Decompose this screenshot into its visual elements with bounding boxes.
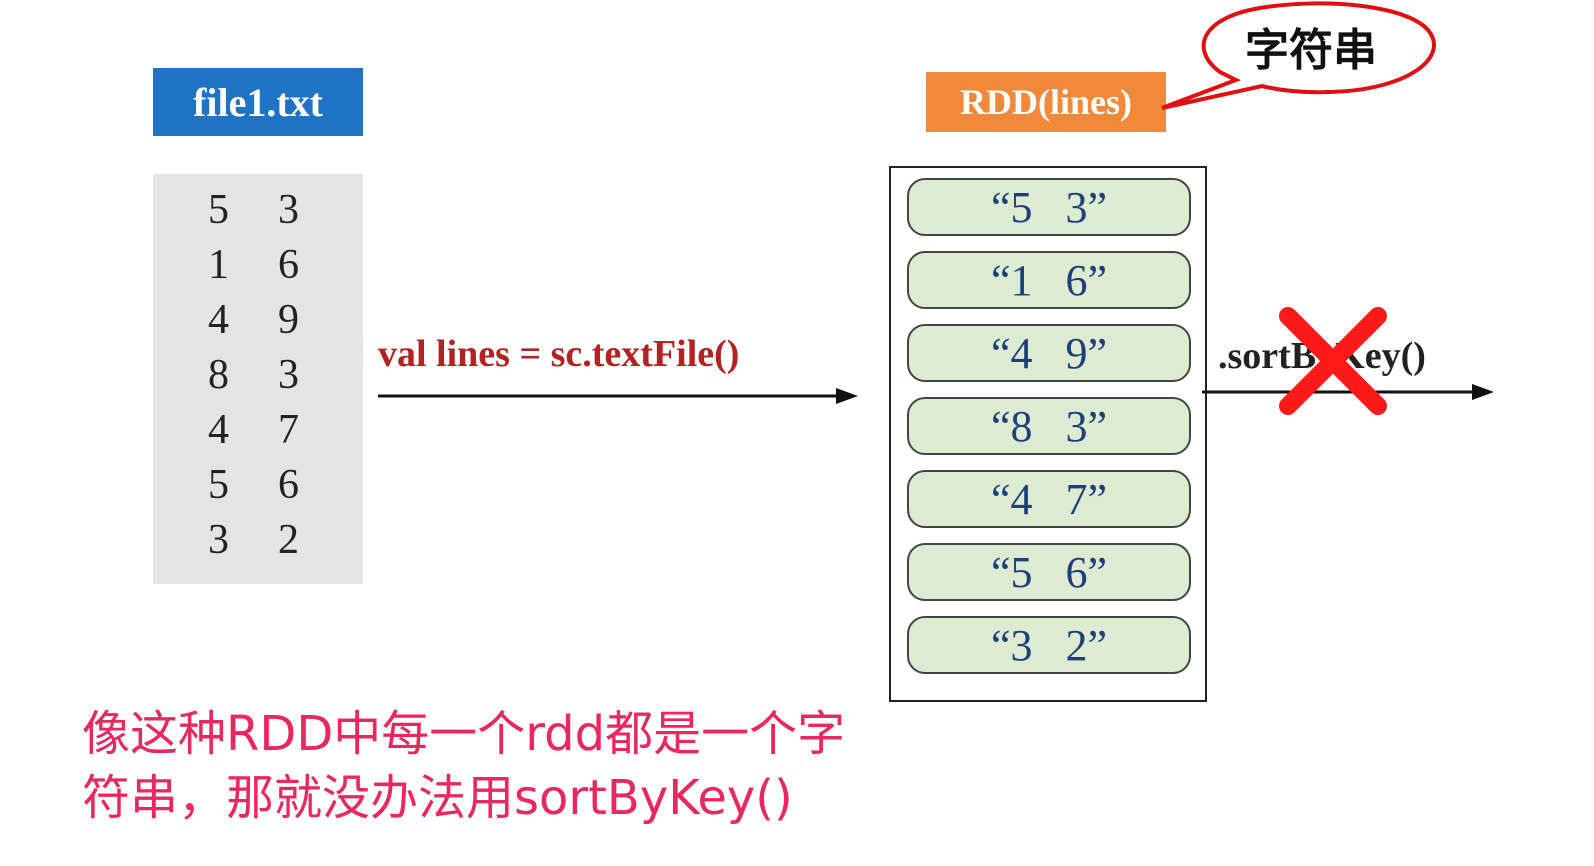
rdd-item: “5 6” xyxy=(907,543,1191,601)
file-value: 3 xyxy=(278,352,299,398)
file-value: 1 xyxy=(208,242,229,288)
rdd-item: “4 7” xyxy=(907,470,1191,528)
rdd-item: “8 3” xyxy=(907,397,1191,455)
rdd-item: “5 3” xyxy=(907,178,1191,236)
file-row: 8 3 xyxy=(153,347,363,402)
rdd-item: “3 2” xyxy=(907,616,1191,674)
file-row: 3 2 xyxy=(153,512,363,567)
file-value: 3 xyxy=(278,187,299,233)
file-value: 7 xyxy=(278,407,299,453)
transform-arrow xyxy=(378,388,858,404)
file-content: 5 3 1 6 4 9 8 3 4 7 5 6 3 2 xyxy=(153,174,363,584)
file-value: 2 xyxy=(278,517,299,563)
rdd-item: “4 9” xyxy=(907,324,1191,382)
file-value: 4 xyxy=(208,407,229,453)
caption-line: 符串，那就没办法用sortByKey() xyxy=(82,770,793,826)
speech-bubble xyxy=(1161,1,1436,110)
transform-label: val lines = sc.textFile() xyxy=(378,333,740,375)
file-value: 5 xyxy=(208,187,229,233)
sort-arrow xyxy=(1202,384,1494,400)
rdd-title: RDD(lines) xyxy=(926,72,1166,132)
file-value: 6 xyxy=(278,462,299,508)
file-row: 5 6 xyxy=(153,457,363,512)
caption-line: 像这种RDD中每一个rdd都是一个字 xyxy=(82,706,846,762)
file-title: file1.txt xyxy=(153,68,363,136)
rdd-item: “1 6” xyxy=(907,251,1191,309)
file-value: 5 xyxy=(208,462,229,508)
file-row: 1 6 xyxy=(153,237,363,292)
file-row: 4 7 xyxy=(153,402,363,457)
rdd-partition-box: “5 3” “1 6” “4 9” “8 3” “4 7” “5 6” “3 2… xyxy=(889,166,1207,702)
file-value: 3 xyxy=(208,517,229,563)
file-value: 8 xyxy=(208,352,229,398)
file-value: 9 xyxy=(278,297,299,343)
file-row: 5 3 xyxy=(153,182,363,237)
file-row: 4 9 xyxy=(153,292,363,347)
file-value: 6 xyxy=(278,242,299,288)
caption: 像这种RDD中每一个rdd都是一个字 符串，那就没办法用sortByKey() xyxy=(82,702,922,830)
bubble-text: 字符串 xyxy=(1245,25,1377,76)
cross-icon xyxy=(1279,307,1387,415)
file-value: 4 xyxy=(208,297,229,343)
